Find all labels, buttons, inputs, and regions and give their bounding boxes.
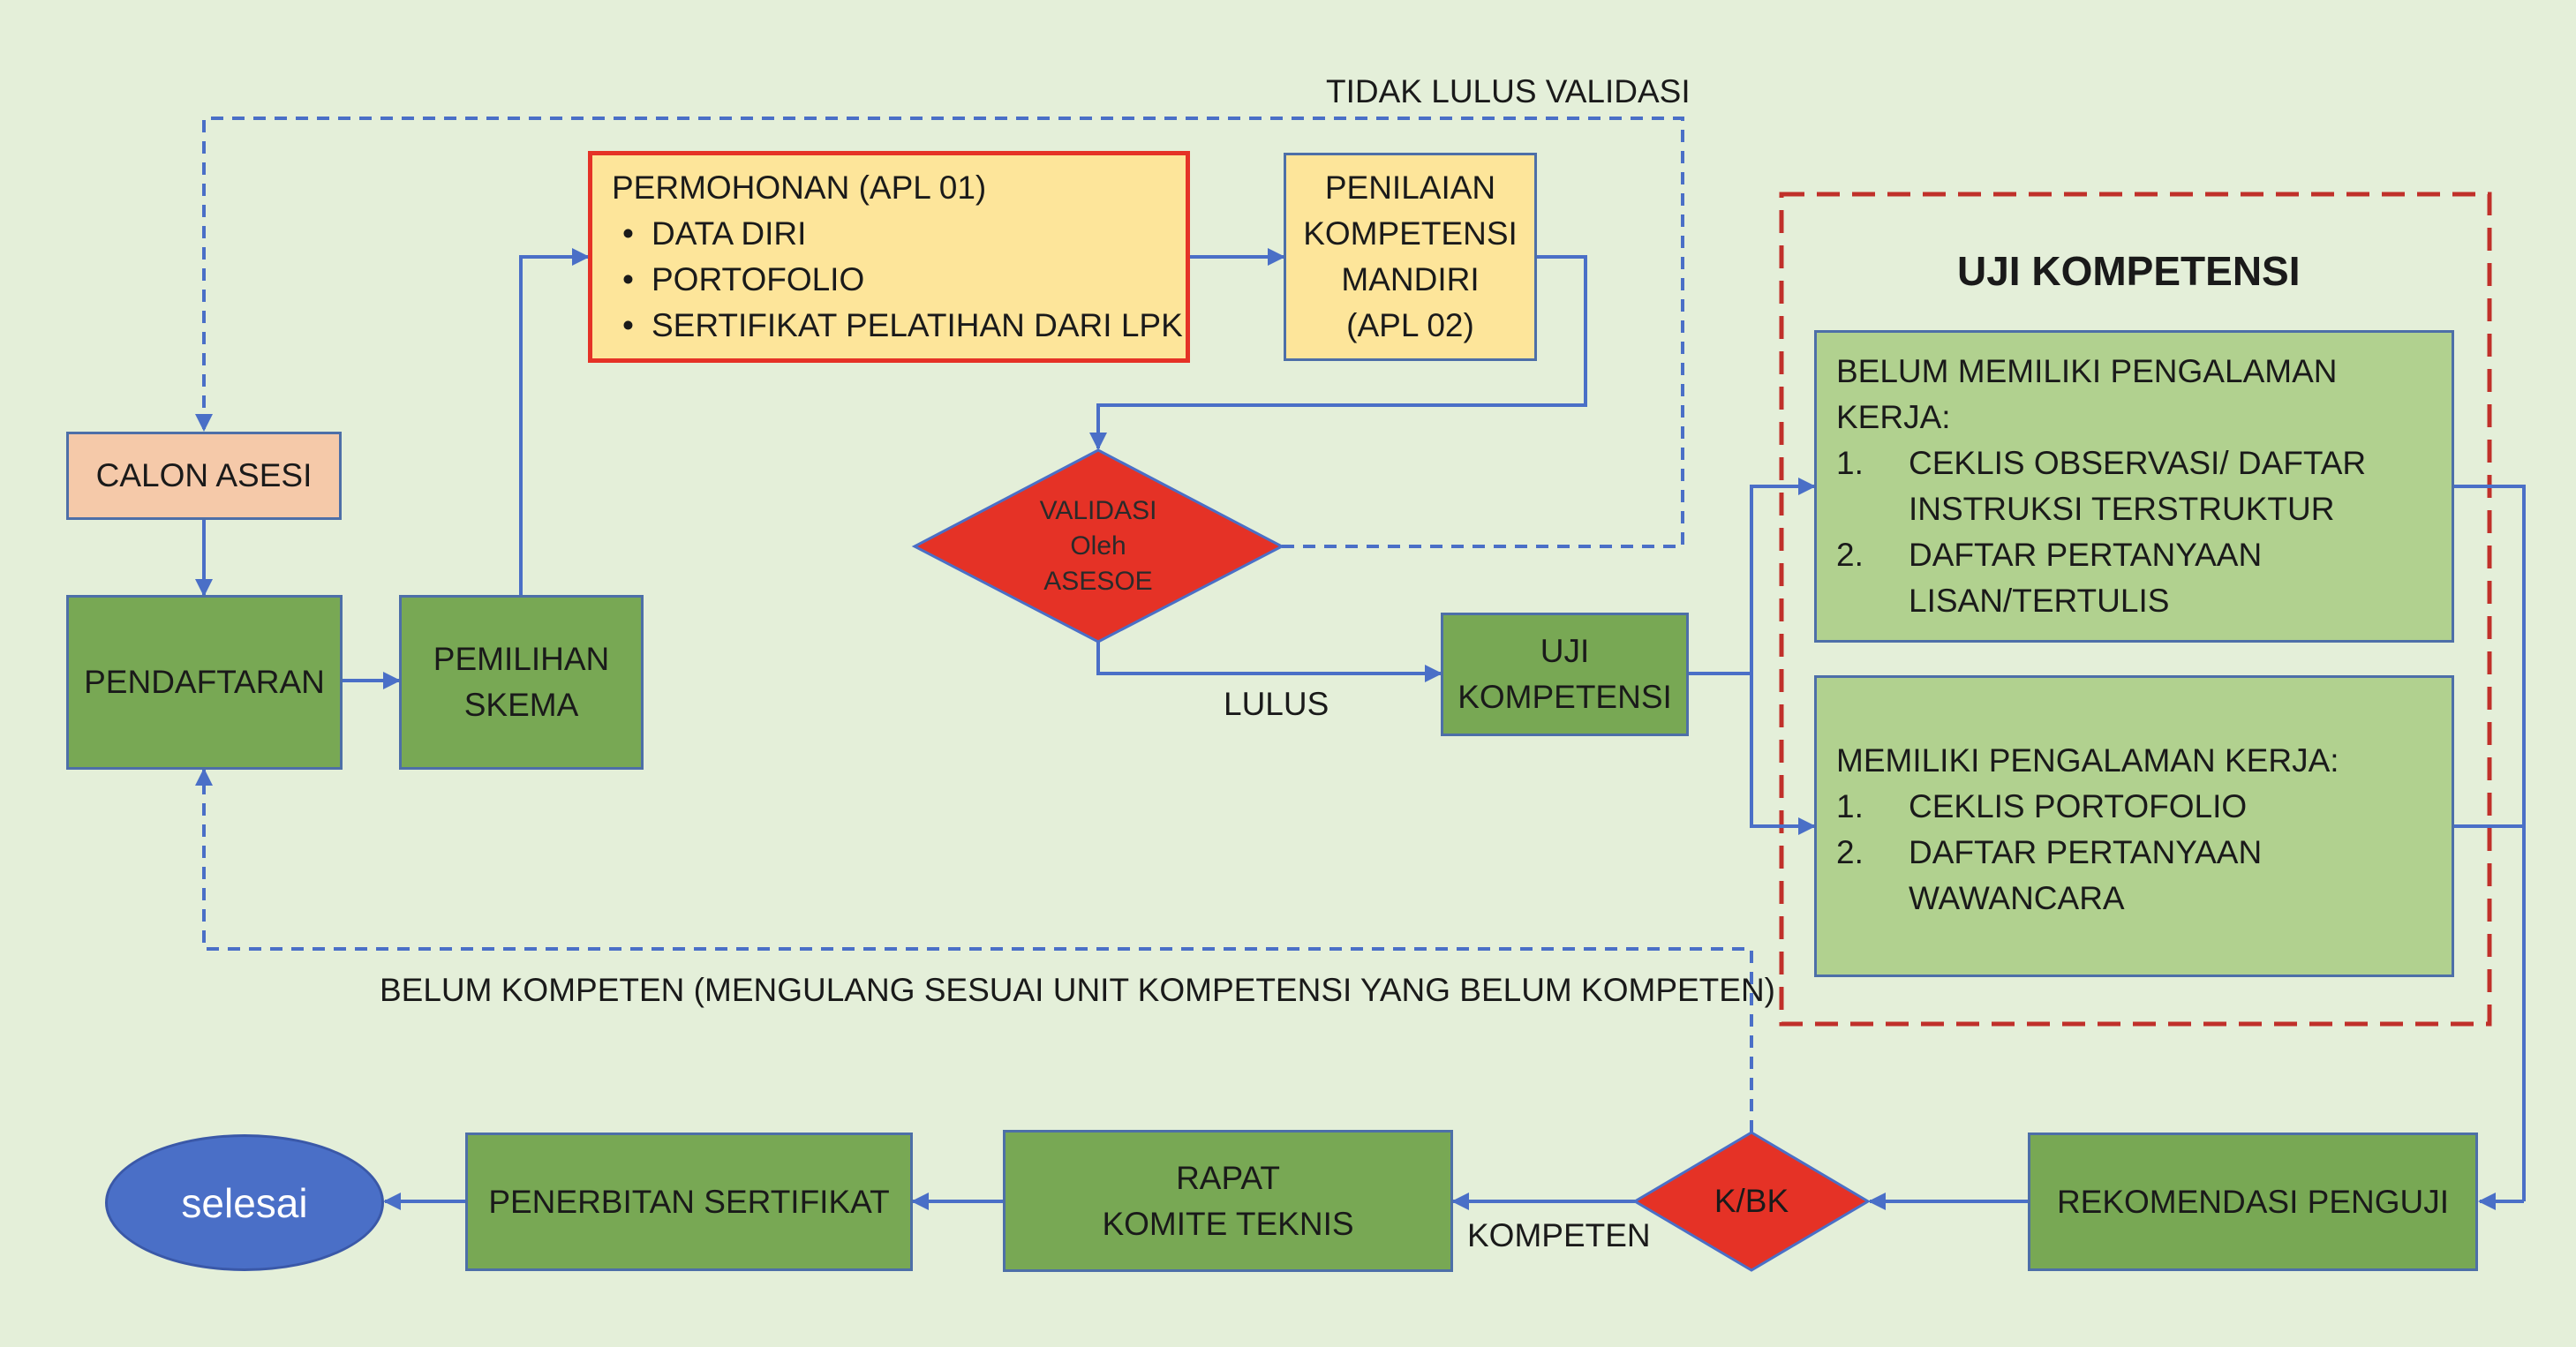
permohonan-items: DATA DIRI PORTOFOLIO SERTIFIKAT PELATIHA… — [612, 211, 1183, 349]
rekomendasi-label: REKOMENDASI PENGUJI — [2056, 1183, 2450, 1220]
dashed-belum-kompeten-loop — [195, 768, 1753, 1133]
calon-asesi-box: CALON ASESI — [66, 432, 342, 520]
pemilihan-skema-box: PEMILIHAN SKEMA — [399, 595, 644, 770]
rekomendasi-box: REKOMENDASI PENGUJI — [2028, 1133, 2478, 1271]
belum-memiliki-title-2: KERJA: — [1836, 399, 1951, 435]
uji-kompetensi-group-title: UJI KOMPETENSI — [1957, 248, 2301, 294]
rapat-box: RAPAT KOMITE TEKNIS — [1003, 1130, 1453, 1272]
penerbitan-label: PENERBITAN SERTIFIKAT — [488, 1183, 890, 1220]
uji-kompetensi-line-2: KOMPETENSI — [1457, 679, 1672, 715]
permohonan-item: DATA DIRI — [612, 211, 1183, 257]
arrow-belum-to-right — [2454, 485, 2526, 1201]
permohonan-item: SERTIFIKAT PELATIHAN DARI LPK — [612, 303, 1183, 349]
uji-kompetensi-line-1: UJI — [1540, 633, 1590, 669]
selesai-label: selesai — [181, 1179, 308, 1226]
kbk-diamond: K/BK — [1690, 1175, 1813, 1228]
belum-memiliki-title-1: BELUM MEMILIKI PENGALAMAN — [1836, 353, 2338, 389]
arrow-uji-to-memiliki — [1750, 674, 1816, 835]
list-item: 1. CEKLIS PORTOFOLIO — [1836, 788, 2248, 824]
arrow-uji-to-belum — [1689, 478, 1816, 675]
penilaian-line-2: KOMPETENSI — [1303, 215, 1518, 252]
validasi-diamond: VALIDASI Oleh ASESOE — [1003, 477, 1194, 616]
arrow-validasi-to-uji — [1096, 642, 1442, 682]
arrow-pemilihan-to-permohonan — [519, 248, 590, 595]
permohonan-item: PORTOFOLIO — [612, 257, 1183, 303]
pendaftaran-box: PENDAFTARAN — [66, 595, 343, 770]
memiliki-box: MEMILIKI PENGALAMAN KERJA: 1. CEKLIS POR… — [1814, 675, 2454, 977]
belum-memiliki-box: BELUM MEMILIKI PENGALAMAN KERJA: 1. CEKL… — [1814, 330, 2454, 643]
selesai-ellipse: selesai — [105, 1134, 384, 1271]
kbk-diamond-shape — [1632, 1131, 1871, 1272]
validasi-line-2: Oleh — [1070, 531, 1126, 561]
uji-kompetensi-box: UJI KOMPETENSI — [1441, 613, 1689, 736]
rapat-line-1: RAPAT — [1176, 1159, 1280, 1196]
memiliki-title: MEMILIKI PENGALAMAN KERJA: — [1836, 742, 2339, 779]
memiliki-list: 1. CEKLIS PORTOFOLIO 2. DAFTAR PERTANYAA… — [1836, 784, 2339, 922]
pemilihan-skema-line-1: PEMILIHAN — [433, 641, 610, 677]
penilaian-line-4: (APL 02) — [1346, 307, 1474, 343]
penilaian-line-1: PENILAIAN — [1324, 169, 1496, 206]
lulus-label: LULUS — [1224, 686, 1329, 722]
validasi-line-1: VALIDASI — [1039, 496, 1157, 525]
uji-kompetensi-group-border — [1779, 192, 2492, 1027]
permohonan-box: PERMOHONAN (APL 01) DATA DIRI PORTOFOLIO… — [588, 151, 1190, 363]
penerbitan-box: PENERBITAN SERTIFIKAT — [465, 1133, 913, 1271]
pendaftaran-label: PENDAFTARAN — [84, 664, 325, 700]
penilaian-line-3: MANDIRI — [1341, 261, 1480, 297]
dashed-tidak-lulus-loop — [195, 117, 1684, 548]
belum-kompeten-label: BELUM KOMPETEN (MENGULANG SESUAI UNIT KO… — [380, 972, 1775, 1008]
kbk-label: K/BK — [1714, 1183, 1789, 1219]
calon-asesi-label: CALON ASESI — [95, 457, 313, 493]
validasi-line-3: ASESOE — [1043, 567, 1153, 596]
permohonan-title: PERMOHONAN (APL 01) — [612, 169, 987, 206]
rapat-line-2: KOMITE TEKNIS — [1102, 1205, 1354, 1242]
penilaian-box: PENILAIAN KOMPETENSI MANDIRI (APL 02) — [1284, 153, 1537, 361]
pemilihan-skema-line-2: SKEMA — [463, 687, 579, 723]
arrow-penilaian-to-validasi — [1089, 255, 1587, 450]
tidak-lulus-label: TIDAK LULUS VALIDASI — [1326, 73, 1691, 109]
kompeten-label: KOMPETEN — [1467, 1217, 1651, 1253]
